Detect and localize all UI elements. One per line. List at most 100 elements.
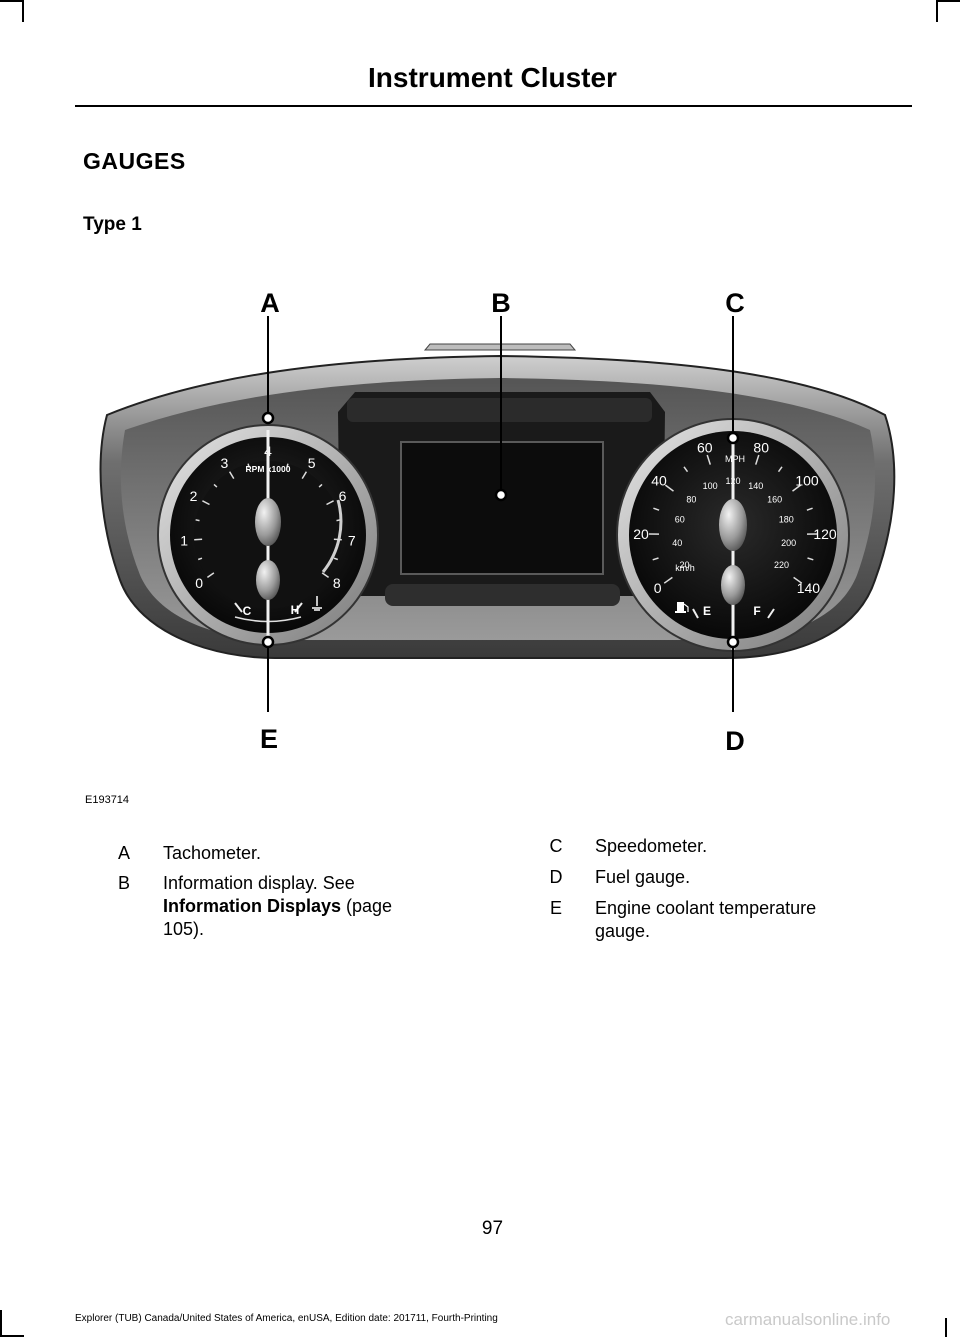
speedometer-kmh-label: 180 xyxy=(779,515,794,525)
speedometer-kmh-label: 100 xyxy=(703,481,718,491)
speedometer-kmh-label: 20 xyxy=(679,560,689,570)
speedometer-mph-tick xyxy=(793,576,803,584)
speedometer-mph-label: 40 xyxy=(651,472,667,488)
legend-text: Information display. See xyxy=(163,873,355,893)
crop-mark xyxy=(0,1310,2,1337)
legend-text: Speedometer. xyxy=(595,836,708,856)
tachometer-tick xyxy=(301,471,308,479)
callout-letter-a: A xyxy=(260,288,280,318)
coolant-hot-label: H xyxy=(291,603,300,617)
legend-letter: A xyxy=(117,843,130,863)
tachometer-tick xyxy=(213,483,218,488)
speedometer-kmh-label: 40 xyxy=(672,538,682,548)
speedometer-kmh-label: 80 xyxy=(686,495,696,505)
speedometer-mph-label: 0 xyxy=(654,580,662,596)
legend-text: Fuel gauge. xyxy=(595,867,691,887)
speedometer-mph-tick xyxy=(664,484,674,492)
coolant-cold-label: C xyxy=(243,604,252,618)
callout-letter-e: E xyxy=(260,724,278,754)
tachometer-tick xyxy=(333,557,339,561)
footer-edition-text: Explorer (TUB) Canada/United States of A… xyxy=(75,1313,498,1324)
crop-mark xyxy=(0,0,24,2)
tachometer: 012345678 RPM x1000 C H xyxy=(157,424,379,646)
speedometer-hub xyxy=(719,499,747,551)
fuel-gauge-hub xyxy=(721,565,745,605)
tachometer-tick xyxy=(318,483,323,488)
speedometer-mph-tick xyxy=(806,507,813,511)
tachometer-tick xyxy=(206,572,215,579)
speedometer-mph-label: 80 xyxy=(753,439,769,455)
speedometer-mph-tick xyxy=(706,454,712,465)
header-divider xyxy=(75,105,912,107)
legend-text-line2: gauge. xyxy=(595,921,651,941)
tachometer-tick xyxy=(247,463,250,468)
section-title: GAUGES xyxy=(83,148,186,174)
tachometer-tick xyxy=(228,471,235,479)
figure-id: E193714 xyxy=(85,794,130,806)
crop-mark xyxy=(945,1318,947,1337)
speedometer-mph-tick xyxy=(807,557,814,561)
tachometer-tick xyxy=(336,519,341,522)
tachometer-label: 8 xyxy=(333,575,341,591)
kmh-unit-label: km/h xyxy=(675,563,695,573)
speedometer-kmh-label: 200 xyxy=(781,538,796,548)
fuel-empty-label: E xyxy=(703,604,711,618)
speedometer-kmh-label: 60 xyxy=(675,515,685,525)
speedometer-mph-label: 20 xyxy=(633,526,649,542)
tachometer-tick xyxy=(195,519,200,522)
tachometer-tick xyxy=(202,500,210,506)
crop-mark xyxy=(936,0,960,2)
speedometer-mph-tick xyxy=(754,454,760,465)
tachometer-hub xyxy=(255,498,281,546)
information-displays-link[interactable]: Information Displays xyxy=(163,896,342,916)
speedometer-mph-tick xyxy=(652,557,659,561)
speedometer-mph-tick xyxy=(777,466,783,473)
legend-letter: B xyxy=(117,873,130,893)
tachometer-label: 2 xyxy=(190,488,198,504)
callout-letter-b: B xyxy=(491,288,511,318)
callout-lines xyxy=(261,316,740,712)
speedometer-kmh-label: 220 xyxy=(774,560,789,570)
speedometer-mph-label: 60 xyxy=(697,439,713,455)
center-console xyxy=(338,392,665,606)
instrument-cluster-figure: 012345678 RPM x1000 C H 0204060801001201… xyxy=(99,288,896,756)
fuel-full-label: F xyxy=(753,604,760,618)
legend-letter: D xyxy=(549,867,563,887)
crop-mark xyxy=(0,1335,24,1337)
tachometer-tick xyxy=(326,500,334,506)
speedometer-kmh-label: 140 xyxy=(748,481,763,491)
tachometer-tick xyxy=(197,557,203,561)
tachometer-label: 3 xyxy=(221,455,229,471)
page-header-title: Instrument Cluster xyxy=(368,62,617,93)
fuel-pump-icon xyxy=(675,602,689,613)
speedometer-mph-tick xyxy=(792,484,802,492)
speedometer-kmh-label: 160 xyxy=(767,495,782,505)
crop-mark xyxy=(22,0,24,22)
page-number: 97 xyxy=(481,1218,504,1239)
crop-mark xyxy=(936,0,938,22)
callout-letter-d: D xyxy=(725,726,745,756)
type-label: Type 1 xyxy=(83,214,142,235)
tachometer-label: 6 xyxy=(339,488,347,504)
tachometer-ticks xyxy=(194,461,342,579)
mph-unit-label: MPH xyxy=(725,454,745,464)
speedometer-mph-label: 100 xyxy=(795,472,819,488)
coolant-gauge-hub xyxy=(256,560,280,600)
callout-letter-c: C xyxy=(725,288,745,318)
coolant-temperature-icon xyxy=(312,596,322,611)
speedometer-mph-label: 140 xyxy=(797,580,821,596)
legend-letter: C xyxy=(549,836,563,856)
speedometer-mph-tick xyxy=(653,507,660,511)
tachometer-tick xyxy=(333,538,342,541)
tachometer-label: 7 xyxy=(348,533,356,549)
speedometer-mph-tick xyxy=(663,576,673,584)
tachometer-tick xyxy=(194,538,203,541)
tachometer-tick xyxy=(321,572,330,579)
tachometer-label: 1 xyxy=(180,533,188,549)
legend-text: Engine coolant temperature xyxy=(595,898,817,918)
tachometer-label: 5 xyxy=(308,455,316,471)
legend-letter: E xyxy=(549,898,562,918)
watermark: carmanualsonline.info xyxy=(725,1310,891,1329)
